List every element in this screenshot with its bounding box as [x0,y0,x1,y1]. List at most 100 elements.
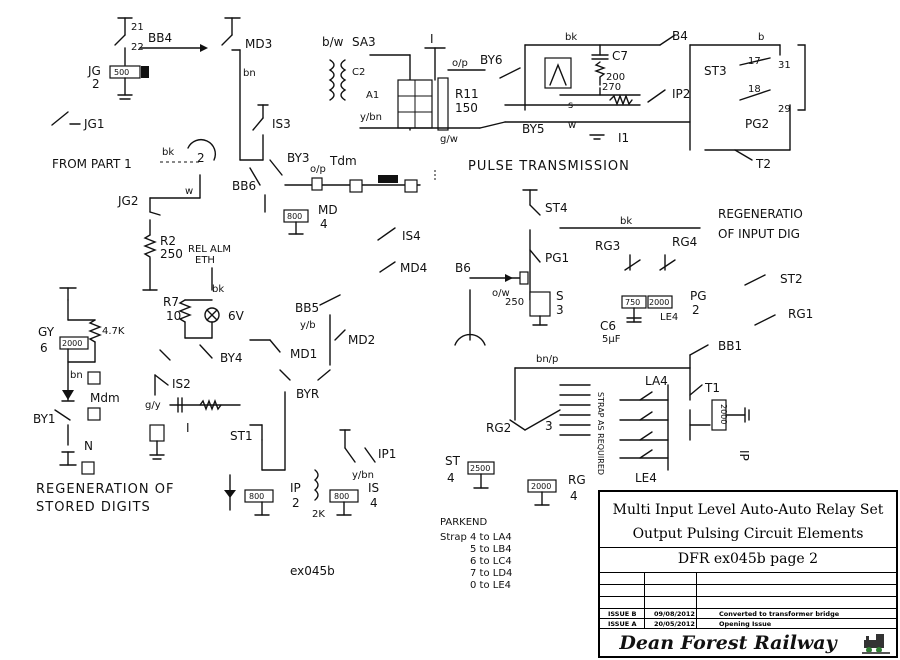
strap-entry-2: 6 to LC4 [470,556,512,567]
sa3-wire: b/w [322,35,344,49]
ip1-coil-label: IP [737,450,751,461]
sa3-label: SA3 [352,35,376,49]
wire-gy: g/y [145,400,161,411]
st3-label: ST3 [704,64,727,78]
by5-label: BY5 [522,122,545,136]
from-wire-bk: bk [162,147,174,158]
s3-num: 3 [556,303,564,317]
gy-label: GY [38,325,55,339]
rg3-label: RG3 [595,239,620,253]
rg-num: 4 [570,489,578,503]
r7-label: R7 [163,295,179,309]
bb5-label: BB5 [295,301,319,315]
ip-num: 2 [292,496,300,510]
st3-group: B4 b ST3 PG2 T2 31 29 17 18 [659,29,806,171]
bridge-i: I [430,32,434,46]
wire-ybn: y/bn [360,112,382,123]
bb6-label: BB6 [232,179,256,193]
pulse-transmission-caption: PULSE TRANSMISSION [468,159,630,174]
issue-id: ISSUE B [608,610,637,618]
le-label: LE4 [660,312,678,323]
title-column [644,572,645,628]
title-divider [600,572,896,573]
is-num: 4 [370,496,378,510]
c2-label: C2 [352,67,365,78]
st-num: 4 [447,471,455,485]
wire-bn2: bn [70,370,83,381]
wire-yb: y/b [300,320,316,331]
la4-group: LA4 LE4 BB1 T1 2000 IP [619,339,751,485]
byr-label: BYR [296,387,319,401]
r2k-value: 2K [312,509,325,520]
title-column [696,572,697,628]
ip1-label: IP1 [378,447,396,461]
wire-s: s [568,100,573,111]
drawing-reference: DFR ex045b page 2 [677,551,819,567]
pg-coil-value-b: 2000 [649,298,669,307]
r250-value: 250 [505,297,524,308]
gy-coil [59,336,89,350]
la4-label: LA4 [645,374,668,388]
pg1-label: PG1 [545,251,569,265]
regen-input-caption: REGENERATIO [718,207,803,221]
md3-wire: bn [243,68,256,79]
from-part1: FROM PART 1 2 bk [52,139,217,171]
company-name: Dean Forest Railway [619,632,837,654]
jg-number: 2 [92,77,100,91]
t-21: 21 [131,22,144,33]
r200-value: 200 [606,72,625,83]
gy-group: GY 6 2000 4.7K bn Mdm BY1 N [33,287,125,475]
by6-label: BY6 [480,53,503,67]
rg2-label: RG2 [486,421,511,435]
is2-label: IS2 [172,377,191,391]
t-2: 2 [197,151,205,165]
regen-input-caption-2: OF INPUT DIG [718,227,800,241]
issue-date: 09/08/2012 [654,610,695,618]
title-divider [600,584,896,585]
wire-w: w [568,120,576,131]
is-coil-value: 800 [334,492,349,501]
strap-entry-3: 7 to LD4 [470,568,512,579]
from-part-caption: FROM PART 1 [52,157,132,171]
wire-ow: o/w [492,288,510,299]
st4-label: ST4 [545,201,568,215]
is2-i-label: I [186,421,190,435]
r2-value: 250 [160,247,183,261]
regen-stored-caption: REGENERATION OF [36,482,174,497]
ip-label: IP [290,481,301,495]
is3-group: IS3 [239,104,291,161]
s3-label: S [556,289,564,303]
ref-mark: ex045b [290,564,335,578]
by3-bb6-group: BY3 BB6 Tdm o/p 800 MD 4 [232,151,421,235]
strap-entry-0: 4 to LA4 [470,532,512,543]
is4-label: IS4 [402,229,421,243]
st-coil-value: 2500 [470,464,490,473]
r2-label: R2 [160,234,176,248]
md4-coil-value: 800 [287,212,302,221]
title-line-1: Multi Input Level Auto-Auto Relay Set [612,502,884,518]
lamp-voltage: 6V [228,309,245,323]
issue-desc: Converted to transformer bridge [719,610,840,618]
t1-label: T1 [704,381,720,395]
title-line-2: Output Pulsing Circuit Elements [632,526,864,542]
md3-group: MD3 bn [221,17,272,161]
c6-value: 5μF [602,334,621,345]
sa3-group: b/w SA3 C2 A1 I R11 150 o/p y/bn g/w [322,32,486,145]
title-divider [600,547,896,548]
ip-coil [244,489,274,503]
rel-alm-group: REL ALM ETH bk R7 10 6V BY4 [163,244,245,365]
eth-caption: ETH [195,255,215,266]
bb5-md-group: BB5 y/b MD1 MD2 BYR [249,294,375,471]
st1-ip-group: ST1 800 IP 2 800 IS 4 2K IP1 y/bn [224,424,396,520]
title-divider [600,618,896,619]
wire-w2: w [185,186,193,197]
bb4-group: BB4 500 21 22 JG 2 [87,17,208,100]
wire-op: o/p [310,164,326,175]
rg3-group: bk RG3 RG4 750 2000 PG 2 C6 5μF LE4 [559,216,707,345]
t2-label: T2 [755,157,771,171]
jg1-label: JG1 [83,117,104,131]
pg-num: 2 [692,303,700,317]
pg-coil-value-a: 750 [625,298,640,307]
md1-label: MD1 [290,347,317,361]
